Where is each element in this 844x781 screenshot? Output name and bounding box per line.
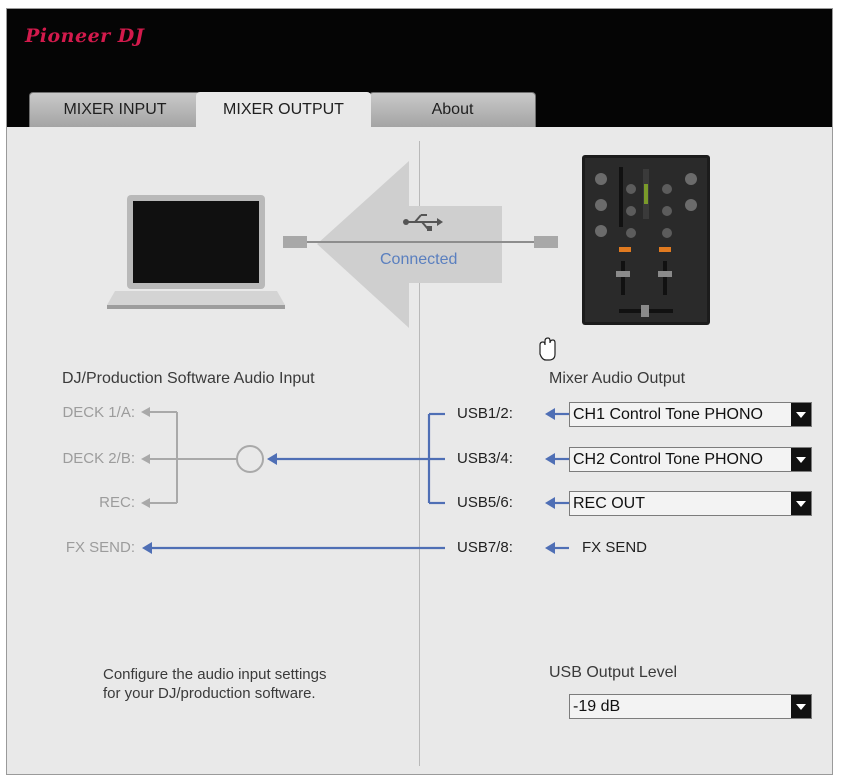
usb34-source-select[interactable]: CH2 Control Tone PHONO [569,447,812,472]
tab-mixer-input[interactable]: MIXER INPUT [29,92,201,127]
hand-cursor-icon [539,337,556,361]
output-usb12-label: USB1/2: [457,405,513,422]
routing-diagram [107,155,710,554]
usb-output-level-value: -19 dB [573,698,621,715]
dj-mixer-icon [582,155,710,325]
connection-status: Connected [380,251,458,268]
usb56-source-value: REC OUT [573,495,645,512]
pioneer-dj-logo: Pioneer DJ [25,25,145,47]
input-fx-send: FX SEND: [65,539,135,556]
output-usb56-label: USB5/6: [457,494,513,511]
mixer-output-title: Mixer Audio Output [549,370,686,387]
tab-mixer-output[interactable]: MIXER OUTPUT [196,92,371,129]
software-input-title: DJ/Production Software Audio Input [62,370,315,387]
description-line-2: for your DJ/production software. [103,685,316,702]
usb12-source-value: CH1 Control Tone PHONO [573,406,763,423]
usb34-source-value: CH2 Control Tone PHONO [573,451,763,468]
chevron-down-icon[interactable] [791,695,811,718]
input-deck2: DECK 2/B: [62,450,135,467]
panel-divider [419,141,420,766]
input-deck1: DECK 1/A: [62,404,135,421]
input-rec: REC: [99,494,135,511]
usb-plug-left [283,236,307,248]
usb56-source-select[interactable]: REC OUT [569,491,812,516]
usb-plug-right [534,236,558,248]
description-line-1: Configure the audio input settings [103,666,327,683]
usb-output-level-select[interactable]: -19 dB [569,694,812,719]
chevron-down-icon[interactable] [791,403,811,426]
usb-output-level-label: USB Output Level [549,664,678,681]
tab-about[interactable]: About [369,92,536,127]
data-flow-arrow [317,161,502,328]
chevron-down-icon[interactable] [791,492,811,515]
laptop-icon [107,195,285,309]
output-usb34-label: USB3/4: [457,450,513,467]
mix-node [236,445,264,473]
usb12-source-select[interactable]: CH1 Control Tone PHONO [569,402,812,427]
output-usb78-label: USB7/8: [457,539,513,556]
usb78-fixed-source: FX SEND [582,539,648,556]
usb-icon [403,214,443,231]
chevron-down-icon[interactable] [791,448,811,471]
app-window: Pioneer DJ MIXER INPUT MIXER OUTPUT Abou… [6,8,833,775]
